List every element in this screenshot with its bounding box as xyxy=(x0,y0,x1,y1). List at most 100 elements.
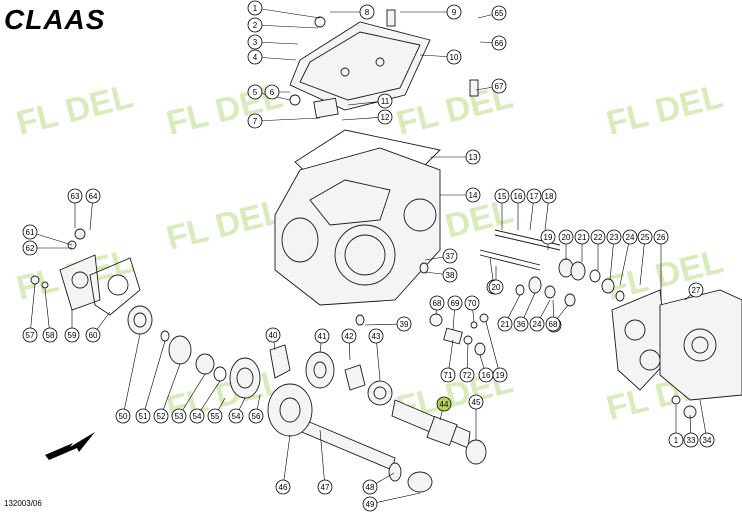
callout-27: 27 xyxy=(688,282,704,298)
callout-number: 49 xyxy=(366,500,375,509)
callout-number: 21 xyxy=(501,320,510,329)
callout-20: 20 xyxy=(488,279,504,295)
callout-number: 15 xyxy=(498,192,507,201)
callout-5: 5 xyxy=(247,84,263,100)
callout-52: 52 xyxy=(153,408,169,424)
callout-56: 56 xyxy=(248,408,264,424)
input-shaft xyxy=(296,417,433,493)
callout-circle xyxy=(491,35,507,51)
callout-circle xyxy=(510,188,526,204)
callout-71: 71 xyxy=(440,367,456,383)
callout-circle xyxy=(22,327,38,343)
callout-circle xyxy=(446,49,462,65)
callout-circle xyxy=(171,408,187,424)
bearings-right xyxy=(515,258,625,307)
callout-37: 37 xyxy=(442,248,458,264)
callout-circle xyxy=(442,248,458,264)
callout-circle xyxy=(247,17,263,33)
callout-number: 21 xyxy=(578,233,587,242)
callout-circle xyxy=(497,316,513,332)
callout-circle xyxy=(42,327,58,343)
callout-circle xyxy=(526,188,542,204)
callout-49: 49 xyxy=(362,496,378,512)
callout-circle xyxy=(606,229,622,245)
callout-circle xyxy=(135,408,151,424)
callout-number: 71 xyxy=(444,371,453,380)
callout-circle xyxy=(637,229,653,245)
callout-number: 70 xyxy=(468,299,477,308)
callout-number: 56 xyxy=(252,412,261,421)
watermark: FL DEL xyxy=(163,192,287,258)
callout-number: 23 xyxy=(610,233,619,242)
leader-line xyxy=(254,7,321,19)
callout-circle xyxy=(265,327,281,343)
callout-40: 40 xyxy=(265,327,281,343)
callout-number: 3 xyxy=(253,38,258,47)
callout-number: 65 xyxy=(495,9,504,18)
callout-circle xyxy=(494,188,510,204)
callout-7: 7 xyxy=(247,113,263,129)
callout-number: 58 xyxy=(46,331,55,340)
callout-circle xyxy=(67,188,83,204)
callout-number: 40 xyxy=(269,331,278,340)
callout-66: 66 xyxy=(491,35,507,51)
callout-circle xyxy=(341,328,357,344)
callout-55: 55 xyxy=(207,408,223,424)
callout-circle xyxy=(314,328,330,344)
callout-33: 33 xyxy=(683,432,699,448)
callout-circle xyxy=(465,187,481,203)
callout-9: 9 xyxy=(446,4,462,20)
callout-61: 61 xyxy=(22,224,38,240)
callout-69: 69 xyxy=(447,295,463,311)
callout-number: 72 xyxy=(463,371,472,380)
callout-circle xyxy=(368,328,384,344)
callout-19: 19 xyxy=(540,229,556,245)
callout-number: 10 xyxy=(450,53,459,62)
callout-number: 1 xyxy=(674,436,679,445)
callout-number: 26 xyxy=(657,233,666,242)
callout-23: 23 xyxy=(606,229,622,245)
callout-number: 1 xyxy=(253,4,258,13)
callout-21: 21 xyxy=(574,229,590,245)
callout-number: 5 xyxy=(253,88,258,97)
callout-8: 8 xyxy=(359,4,375,20)
callout-number: 36 xyxy=(517,320,526,329)
callout-number: 51 xyxy=(139,412,148,421)
callout-number: 44 xyxy=(440,400,449,409)
callout-circle xyxy=(359,4,375,20)
callout-number: 48 xyxy=(366,483,375,492)
callout-number: 37 xyxy=(446,252,455,261)
callout-circle xyxy=(248,408,264,424)
callout-number: 12 xyxy=(381,113,390,122)
callout-number: 68 xyxy=(549,320,558,329)
leader-line xyxy=(142,340,166,417)
callout-circle xyxy=(64,327,80,343)
callout-number: 34 xyxy=(703,436,712,445)
callout-58: 58 xyxy=(42,327,58,343)
callout-circle xyxy=(317,479,333,495)
rear-cover xyxy=(611,289,742,401)
callout-number: 45 xyxy=(472,398,481,407)
callout-17: 17 xyxy=(526,188,542,204)
callout-number: 16 xyxy=(514,192,523,201)
gearbox-housing xyxy=(274,147,441,306)
callout-number: 46 xyxy=(279,483,288,492)
callout-number: 55 xyxy=(211,412,220,421)
callout-47: 47 xyxy=(317,479,333,495)
callout-circle xyxy=(153,408,169,424)
leader-line xyxy=(254,24,319,29)
callout-number: 22 xyxy=(594,233,603,242)
leader-line xyxy=(254,117,321,122)
callout-24: 24 xyxy=(529,316,545,332)
callout-64: 64 xyxy=(85,188,101,204)
callout-circle xyxy=(377,109,393,125)
callout-11: 11 xyxy=(377,93,393,109)
callout-circle xyxy=(688,282,704,298)
callout-number: 19 xyxy=(496,371,505,380)
callout-68: 68 xyxy=(545,316,561,332)
callout-54: 54 xyxy=(189,408,205,424)
callout-number: 2 xyxy=(253,21,258,30)
callout-72: 72 xyxy=(459,367,475,383)
callout-20: 20 xyxy=(558,229,574,245)
